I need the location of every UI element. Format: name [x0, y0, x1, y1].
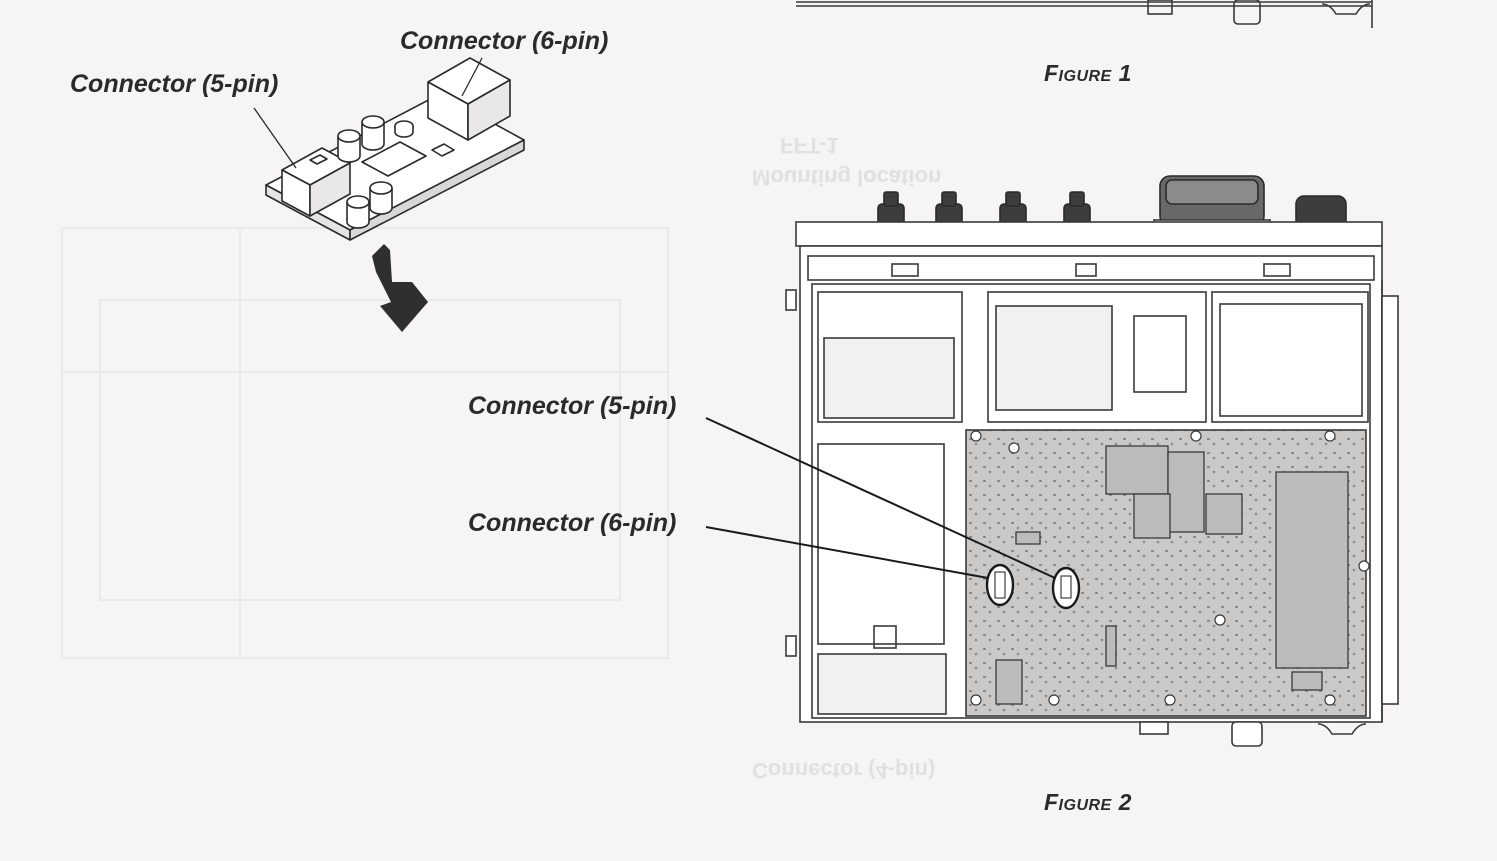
module-board-edge-front: [349, 139, 525, 241]
callout-6pin-ellipse: [985, 563, 1015, 607]
bleed-ghost-frame: [61, 227, 669, 659]
figure2-label-5pin: Connector (5-pin): [468, 392, 677, 420]
down-arrow-icon: [372, 244, 428, 332]
figure1-caption: Figure 1: [1044, 60, 1132, 86]
front-knobs: [877, 191, 1347, 229]
callout-5pin-ellipse: [1051, 566, 1081, 610]
figure1-label-6pin: Connector (6-pin): [400, 27, 609, 55]
figure2-caption: Figure 2: [1044, 789, 1132, 815]
figure1-module: [253, 57, 525, 241]
figure1-label-5pin: Connector (5-pin): [70, 70, 279, 98]
main-pcb: [965, 429, 1370, 717]
figure1-chassis-bottom: [796, 0, 1373, 28]
connector-callouts: [705, 417, 1081, 610]
figure2-label-6pin: Connector (6-pin): [468, 509, 677, 537]
